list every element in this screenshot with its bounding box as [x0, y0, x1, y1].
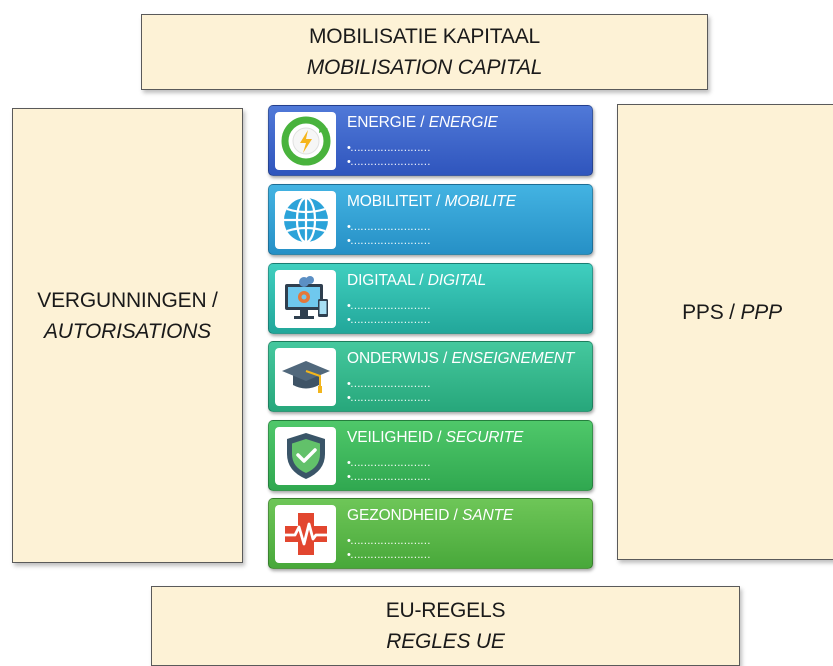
sector-mobility: MOBILITEIT / MOBILITE •…………………… •……………………: [268, 184, 593, 255]
right-box-title-fr: PPP: [740, 300, 782, 324]
sector-energy-label-fr: ENERGIE: [428, 114, 498, 131]
sector-mobility-bullet-1: •……………………: [347, 221, 431, 233]
sector-digital-label-fr: DIGITAL: [427, 272, 487, 289]
left-box-title-nl: VERGUNNINGEN /: [37, 288, 218, 312]
sector-education-bullet-1: •……………………: [347, 378, 431, 390]
sector-health-title: GEZONDHEID / SANTE: [347, 507, 513, 525]
sector-security: VEILIGHEID / SECURITE •…………………… •……………………: [268, 420, 593, 491]
sector-security-label-nl: VEILIGHEID /: [347, 429, 442, 446]
sector-digital-label-nl: DIGITAAL /: [347, 272, 424, 289]
sector-security-title: VEILIGHEID / SECURITE: [347, 429, 523, 447]
sector-mobility-title: MOBILITEIT / MOBILITE: [347, 193, 516, 211]
right-box-ppp: PPS / PPP: [617, 104, 833, 560]
sector-mobility-label-fr: MOBILITE: [444, 193, 517, 210]
bottom-box-eu-rules: EU-REGELS REGLES UE: [151, 586, 740, 666]
computer-icon: [275, 270, 336, 328]
left-box-authorisations: VERGUNNINGEN / AUTORISATIONS: [12, 108, 243, 563]
sector-digital-bullet-2: •……………………: [347, 314, 431, 326]
sector-energy-title: ENERGIE / ENERGIE: [347, 114, 498, 132]
sector-mobility-bullet-2: •……………………: [347, 235, 431, 247]
energy-icon: [275, 112, 336, 170]
sector-health: GEZONDHEID / SANTE •…………………… •……………………: [268, 498, 593, 569]
right-box-title: PPS / PPP: [682, 297, 782, 328]
sector-education-label-fr: ENSEIGNEMENT: [451, 350, 575, 367]
sector-mobility-label-nl: MOBILITEIT /: [347, 193, 441, 210]
left-box-title-fr: AUTORISATIONS: [44, 319, 211, 343]
sector-health-label-fr: SANTE: [461, 507, 514, 524]
sector-energy-label-nl: ENERGIE /: [347, 114, 425, 131]
sector-security-label-fr: SECURITE: [445, 429, 524, 446]
graduation-cap-icon: [275, 348, 336, 406]
sector-digital: DIGITAAL / DIGITAL •…………………… •……………………: [268, 263, 593, 334]
sector-health-bullet-2: •……………………: [347, 549, 431, 561]
shield-check-icon: [275, 427, 336, 485]
sector-education: ONDERWIJS / ENSEIGNEMENT •…………………… •……………: [268, 341, 593, 412]
top-box-mobilisation-capital: MOBILISATIE KAPITAAL MOBILISATION CAPITA…: [141, 14, 708, 90]
sector-education-label-nl: ONDERWIJS /: [347, 350, 448, 367]
medical-cross-icon: [275, 505, 336, 563]
sector-digital-title: DIGITAAL / DIGITAL: [347, 272, 486, 290]
sector-energy-bullet-1: •……………………: [347, 142, 431, 154]
globe-icon: [275, 191, 336, 249]
sector-security-bullet-1: •……………………: [347, 457, 431, 469]
sector-energy: ENERGIE / ENERGIE •…………………… •……………………: [268, 105, 593, 176]
sector-energy-bullet-2: •……………………: [347, 156, 431, 168]
top-box-title-fr: MOBILISATION CAPITAL: [306, 56, 543, 79]
sector-health-bullet-1: •……………………: [347, 535, 431, 547]
sector-education-bullet-2: •……………………: [347, 392, 431, 404]
top-box-title-nl: MOBILISATIE KAPITAAL: [309, 25, 540, 48]
bottom-box-title-nl: EU-REGELS: [385, 599, 506, 622]
bottom-box-title-fr: REGLES UE: [386, 630, 505, 653]
right-box-title-nl: PPS /: [682, 300, 735, 324]
sector-education-title: ONDERWIJS / ENSEIGNEMENT: [347, 350, 574, 368]
sector-security-bullet-2: •……………………: [347, 471, 431, 483]
sector-digital-bullet-1: •……………………: [347, 300, 431, 312]
sector-health-label-nl: GEZONDHEID /: [347, 507, 458, 524]
